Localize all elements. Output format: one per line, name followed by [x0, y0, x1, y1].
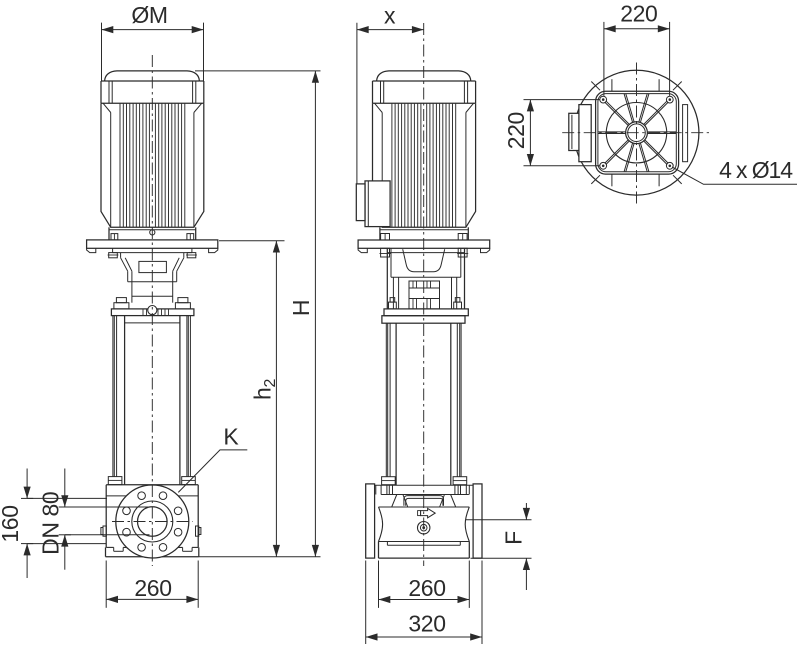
svg-text:K: K: [223, 424, 239, 450]
svg-text:220: 220: [620, 0, 657, 26]
svg-text:H: H: [288, 300, 314, 316]
svg-text:220: 220: [503, 112, 529, 149]
svg-text:F: F: [501, 531, 527, 545]
svg-text:x: x: [384, 3, 396, 29]
svg-text:160: 160: [0, 505, 23, 542]
svg-text:320: 320: [408, 611, 445, 637]
svg-text:260: 260: [408, 575, 445, 601]
svg-text:DN 80: DN 80: [38, 492, 64, 555]
svg-text:4 x Ø14: 4 x Ø14: [719, 157, 793, 183]
svg-text:ØM: ØM: [131, 2, 167, 28]
svg-text:260: 260: [134, 575, 171, 601]
